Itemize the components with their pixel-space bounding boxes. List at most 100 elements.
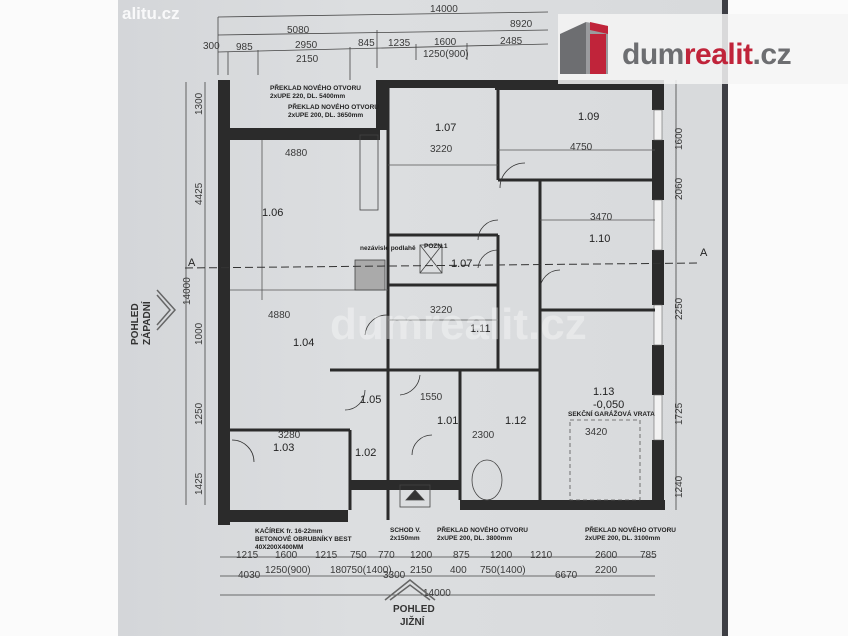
room-1-07: 1.07 — [451, 258, 472, 270]
logo-part-cz: .cz — [752, 38, 792, 71]
dim-left: 1300 — [194, 92, 205, 115]
dim-bottom: 3300 — [383, 570, 406, 581]
dim-bottom: 750(1400) — [480, 565, 526, 576]
watermark-center: dumrealit.cz — [330, 300, 587, 349]
windows — [653, 109, 663, 441]
view-label-west-2: ZÁPADNÍ — [140, 301, 153, 345]
section-mark-right: A — [700, 247, 708, 259]
top-dimensions — [217, 11, 549, 80]
note-attic: POZN.1 — [424, 243, 448, 250]
dim-inner: 3420 — [585, 427, 608, 438]
dim-inner: 4750 — [570, 142, 593, 153]
room-1-04: 1.04 — [293, 337, 314, 349]
dim-bottom: 1210 — [530, 550, 553, 561]
dim-left: 4425 — [194, 182, 205, 205]
dim-right: 1240 — [674, 475, 685, 498]
room-1-02: 1.02 — [355, 447, 376, 459]
note-step: SCHOD V. — [390, 527, 421, 534]
dim-inner: 1550 — [420, 392, 443, 403]
room-1-12: 1.12 — [505, 415, 526, 427]
dim-bottom: 2150 — [410, 565, 433, 576]
note-lintel-4: PŘEKLAD NOVÉHO OTVORU — [585, 525, 676, 534]
room-1-13: 1.13 — [593, 386, 614, 398]
dim-inner: 4880 — [285, 148, 308, 159]
note-ceiling: nezávislé podlahě — [360, 245, 416, 252]
dim-inner: 3220 — [430, 305, 453, 316]
room-1-11: 1.11 — [470, 323, 491, 335]
dim-left: 1250 — [194, 402, 205, 425]
room-1-10: 1.10 — [589, 233, 610, 245]
dim-bottom: 750 — [350, 550, 367, 561]
dim-left: 1000 — [194, 322, 205, 345]
dim-top: 2485 — [500, 36, 523, 47]
dim-top: 2150 — [296, 54, 319, 65]
view-label-south-2: JIŽNÍ — [400, 615, 425, 628]
section-line-a — [184, 262, 701, 269]
note-step-spec: 2x150mm — [390, 535, 420, 542]
dim-top: 300 — [203, 41, 220, 52]
dim-bottom: 785 — [640, 550, 657, 561]
dim-bottom: 2200 — [595, 565, 618, 576]
note-lintel-3: PŘEKLAD NOVÉHO OTVORU — [437, 525, 528, 534]
dim-top: 1250(900) — [423, 49, 469, 60]
view-arrow-west — [156, 289, 177, 331]
note-lintel-1: PŘEKLAD NOVÉHO OTVORU — [270, 83, 361, 92]
note-garage-door: SEKČNÍ GARÁŽOVÁ VRATA — [568, 409, 655, 418]
dim-top: 2950 — [295, 40, 318, 51]
dim-inner: 2300 — [472, 430, 495, 441]
dim-top: 1235 — [388, 38, 411, 49]
dim-right: 1725 — [674, 402, 685, 425]
dim-bottom: 1215 — [236, 550, 259, 561]
section-mark-left: A — [188, 257, 196, 269]
dim-total-depth: 14000 — [182, 277, 193, 305]
room-1-08: 1.07 — [435, 122, 456, 134]
room-1-05: 1.05 — [360, 394, 381, 406]
dim-bottom: 1200 — [490, 550, 513, 561]
dim-bottom: 2600 — [595, 550, 618, 561]
note-curb: BETONOVÉ OBRUBNÍKY BEST — [255, 534, 352, 543]
house-icon — [560, 22, 608, 74]
room-1-06: 1.06 — [262, 207, 283, 219]
door-swings — [231, 162, 561, 463]
view-arrow-south — [384, 579, 436, 601]
dim-top: 5080 — [287, 25, 310, 36]
room-1-13-level: -0,050 — [593, 399, 624, 411]
room-1-03: 1.03 — [273, 442, 294, 454]
dim-right: 1600 — [674, 127, 685, 150]
dim-bottom: 1200 — [410, 550, 433, 561]
dim-bottom: 180 — [330, 565, 347, 576]
watermark-top: alitu.cz — [122, 4, 180, 23]
dim-inner: 4880 — [268, 310, 291, 321]
dim-right: 2060 — [674, 177, 685, 200]
note-lintel-1-spec: 2xUPE 220, DL. 5400mm — [270, 93, 345, 100]
dim-right: 2250 — [674, 297, 685, 320]
dim-bottom: 770 — [378, 550, 395, 561]
room-1-09: 1.09 — [578, 111, 599, 123]
dim-bottom: 4030 — [238, 570, 261, 581]
brand-logo — [558, 14, 848, 84]
dim-top: 985 — [236, 42, 253, 53]
fixtures — [354, 134, 503, 508]
view-label-south: POHLED — [393, 604, 435, 615]
dim-inner: 3470 — [590, 212, 613, 223]
room-1-01: 1.01 — [437, 415, 458, 427]
dim-total-width-bottom: 14000 — [423, 588, 451, 599]
note-lintel-2-spec: 2xUPE 200, DL. 3650mm — [288, 112, 363, 119]
dim-top: 8920 — [510, 19, 533, 30]
logo-part-dum: dum — [622, 38, 684, 71]
dim-inner: 3220 — [430, 144, 453, 155]
paper-edge — [722, 0, 728, 636]
bottom-dimensions — [220, 556, 655, 596]
brand-logo-text: dumrealit.cz — [622, 38, 792, 72]
dim-bottom: 1215 — [315, 550, 338, 561]
dim-bottom: 6670 — [555, 570, 578, 581]
left-dimensions — [185, 82, 206, 505]
dim-total-width: 14000 — [430, 4, 458, 15]
dim-inner: 3280 — [278, 430, 301, 441]
dim-top: 845 — [358, 38, 375, 49]
dim-bottom: 400 — [450, 565, 467, 576]
dim-left: 1425 — [194, 472, 205, 495]
dim-bottom: 1600 — [275, 550, 298, 561]
dim-top: 1600 — [434, 37, 457, 48]
